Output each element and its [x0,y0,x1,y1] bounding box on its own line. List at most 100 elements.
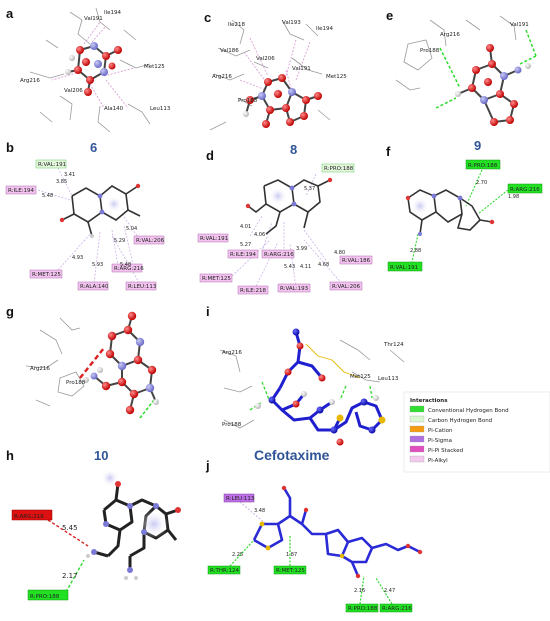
dist-b-5: 4.93 [72,255,83,261]
panel-d-ring-glow [269,187,287,205]
tag-pro188-j: R:PRO:188 [348,606,378,612]
dist-d-4: 3.99 [296,246,307,252]
residue-label-val191-c: Val191 [292,66,311,72]
dist-h-0: 5.45 [62,524,78,532]
compound-label-9: 9 [474,138,481,153]
panel-h: h 10 R:ARG:216 R:PRO [6,448,181,601]
residue-label-val206-c: Val206 [256,56,275,62]
panel-f: f 9 R:PRO:188 R:ARG:216 R:VAL:191 2.70 [386,138,543,272]
legend-label-pi-cation: Pi-Cation [428,428,453,434]
panel-f-hbonds [411,169,509,263]
residue-label-met125-i: Met125 [350,374,371,380]
panel-h-letter: h [6,448,14,463]
panel-g-bonds [79,347,155,419]
tag-val206-d: R:VAL:206 [332,284,361,290]
panel-d-ligand-atoms [245,177,333,209]
legend-label-pi-sigma: Pi-Sigma [428,438,452,444]
panel-i-letter: i [206,304,210,319]
dist-f-2: 2.88 [410,248,421,254]
panel-b-tags: R:VAL:191 R:ILE:194 R:VAL:206 R:ARG:216 … [5,159,165,291]
residue-label-ile194-c: Ile194 [316,26,334,32]
dist-b-7: 5.48 [120,262,131,268]
tag-ile218-d: R:ILE:218 [240,288,267,294]
panel-e-ligand-atoms [455,44,531,126]
compound-label-cefotaxime: Cefotaxime [254,447,330,463]
residue-label-arg216-e: Arg216 [440,32,460,38]
residue-label-thr124-i: Thr124 [383,342,404,348]
panel-c-letter: c [204,10,211,25]
dist-f-1: 1.98 [508,194,519,200]
panel-j-distances: 3.48 2.25 1.87 2.16 2.47 [232,508,395,594]
residue-label-met125: Met125 [144,64,165,70]
tag-met125: R:MET:125 [32,272,61,278]
tag-arg216-h: R:ARG:216 [14,514,44,520]
tag-ala140: R:ALA:140 [80,284,109,290]
tag-val206: R:VAL:206 [136,238,165,244]
panel-a-letter: a [6,6,14,21]
panel-b: b 6 R:VAL:191 R:ILE:194 R:VAL:206 [5,140,165,291]
dist-d-6: 4.11 [300,264,311,270]
panel-d-interactions [231,173,345,289]
compound-label-6: 6 [90,140,97,155]
residue-label-val191-e: Val191 [510,22,529,28]
residue-label-pro188-g: Pro188 [66,380,86,386]
residue-label-val193: Val193 [282,20,301,26]
dist-j-0: 3.48 [254,508,265,514]
tag-arg216-f: R:ARG:216 [510,187,540,193]
dist-d-1: 4.01 [240,224,251,230]
dist-d-8: 4.80 [334,250,345,256]
residue-label-arg216-i: Arg216 [222,350,242,356]
residue-label-arg216: Arg216 [20,78,40,84]
residue-label-ile194: Ile194 [104,10,122,16]
legend: Interactions Conventional Hydrogen Bond … [403,391,550,473]
tag-arg216: R:ARG:216 [114,266,144,272]
compound-label-10: 10 [94,448,108,463]
panel-d-letter: d [206,148,214,163]
tag-val191-f: R:VAL:191 [390,265,418,271]
dist-j-3: 2.16 [354,588,365,594]
panel-a: a Val191 Ile [6,6,171,133]
residue-label-pro188-c: Pro188 [238,98,258,104]
residue-label-leu113-i: Leu113 [378,376,399,382]
tag-arg216-d: R:ARG:216 [264,252,294,258]
tag-pro188-h: R:PRO:188 [30,594,60,600]
panel-i-residue-sticks [219,339,405,429]
panel-c-interactions [239,37,311,93]
panel-d-distances: 5.37 4.01 4.06 5.27 3.99 5.43 4.11 4.68 … [240,186,345,270]
panel-c-ligand-atoms [243,74,322,128]
panel-b-interactions [37,167,141,285]
panel-j-ligand-bonds [252,487,421,577]
panel-b-ring-glow [106,196,122,212]
panel-f-ligand-atoms [405,193,495,236]
dist-h-1: 2.17 [62,572,78,580]
panel-f-distances: 2.70 1.98 2.88 [410,180,519,254]
dist-d-0: 5.37 [304,186,315,192]
panel-a-residue-sticks [29,7,151,133]
panel-b-letter: b [6,140,14,155]
dist-d-7: 4.68 [318,262,329,268]
panel-h-ring-glow [140,510,168,538]
tag-arg216-j: R:ARG:216 [382,606,412,612]
legend-swatch-pi-cation [409,425,425,433]
panel-f-tags: R:PRO:188 R:ARG:216 R:VAL:191 [387,159,543,272]
legend-label-carbon-hbond: Carbon Hydrogen Bond [428,418,492,424]
panel-j-tags: R:LEU:113 R:THR:124 R:MET:125 R:PRO:188 … [207,493,413,613]
legend-label-pi-pi-stacked: Pi-Pi Stacked [428,448,463,454]
tag-met125-d: R:MET:125 [202,276,231,282]
legend-swatch-pi-sigma [409,435,425,443]
panel-j-interactions [229,501,393,605]
residue-label-pro188-i: Pro188 [222,422,242,428]
dist-j-2: 1.87 [286,552,297,558]
panel-a-ligand-atoms [65,42,122,96]
panel-g: g [6,304,159,419]
panel-i-ligand-atoms [255,328,386,446]
panel-i-sulfur-chain [305,343,361,379]
panel-f-ligand-bonds [407,189,493,235]
tag-leu113: R:LEU:113 [128,284,157,290]
tag-val193-d: R:VAL:193 [280,286,309,292]
residue-label-arg216-c: Arg216 [212,74,232,80]
panel-e-hbonds [435,29,537,109]
panel-c-residue-sticks [209,19,331,131]
panel-h-bonds [47,519,89,593]
